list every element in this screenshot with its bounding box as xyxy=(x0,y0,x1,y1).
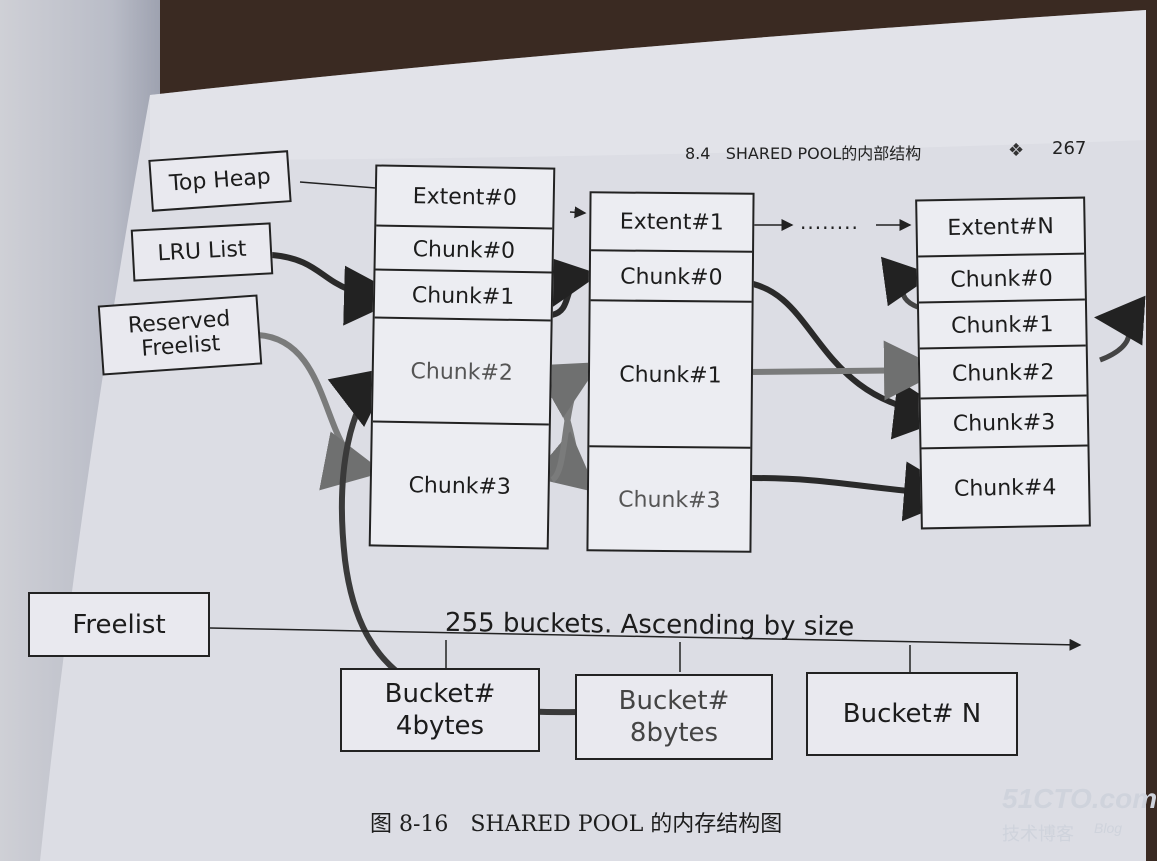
figure-caption: 图 8-16 SHARED POOL 的内存结构图 xyxy=(370,812,783,837)
top-heap-label: Top Heap xyxy=(168,164,272,197)
extent-1-header: Extent#1 xyxy=(619,209,724,235)
extent-1: Extent#1 Chunk#0 Chunk#1 Chunk#3 xyxy=(586,191,755,553)
extent-n-chunk: Chunk#2 xyxy=(919,344,1087,400)
extent-0-chunk: Chunk#0 xyxy=(375,224,553,274)
freelist-label: Freelist xyxy=(72,609,166,640)
bucket-axis-label: 255 buckets. Ascending by size xyxy=(444,607,855,643)
bucket-n: Bucket# N xyxy=(806,672,1018,756)
extent-n-chunk: Chunk#3 xyxy=(920,394,1088,450)
diamond-ornament-icon: ❖ xyxy=(1008,140,1025,161)
watermark-sub: 技术博客 xyxy=(1002,824,1074,844)
extent-n-chunk: Chunk#4 xyxy=(921,444,1089,530)
reserved-freelist-box: Reserved Freelist xyxy=(97,294,263,376)
bucket-label: Bucket# 8bytes xyxy=(618,686,730,748)
extent-n: Extent#N Chunk#0 Chunk#1 Chunk#2 Chunk#3… xyxy=(915,196,1091,530)
extent-n-chunk: Chunk#0 xyxy=(918,252,1085,304)
section-title: SHARED POOL的内部结构 xyxy=(725,144,922,163)
lru-list-label: LRU List xyxy=(156,236,248,267)
top-heap-box: Top Heap xyxy=(148,150,292,212)
bucket-label: Bucket# N xyxy=(842,699,982,729)
page-number: 267 xyxy=(1052,138,1087,159)
running-header: 8.4 SHARED POOL的内部结构 xyxy=(685,140,921,164)
watermark-blog: Blog xyxy=(1094,820,1123,836)
extent-1-chunk: Chunk#0 xyxy=(590,249,753,303)
extent-0-chunk: Chunk#3 xyxy=(370,420,549,550)
extent-0: Extent#0 Chunk#0 Chunk#1 Chunk#2 Chunk#3 xyxy=(368,164,556,550)
bucket-label: Bucket# 4bytes xyxy=(384,679,496,741)
extent-0-header: Extent#0 xyxy=(412,183,518,211)
freelist-box: Freelist xyxy=(28,592,210,657)
extent-1-chunk: Chunk#1 xyxy=(589,299,752,449)
reserved-freelist-label: Reserved Freelist xyxy=(127,306,232,362)
extent-n-header: Extent#N xyxy=(947,213,1055,241)
extent-0-chunk: Chunk#2 xyxy=(372,316,551,426)
extent-0-chunk: Chunk#1 xyxy=(374,268,552,322)
watermark-site: 51CTO.com xyxy=(1002,783,1157,814)
bucket-8bytes: Bucket# 8bytes xyxy=(575,674,773,760)
extent-n-chunk: Chunk#1 xyxy=(918,298,1086,350)
extent-1-chunk: Chunk#3 xyxy=(588,445,751,553)
bucket-4bytes: Bucket# 4bytes xyxy=(340,668,540,752)
extent-ellipsis: ........ xyxy=(800,210,859,234)
section-number: 8.4 xyxy=(685,144,711,163)
lru-list-box: LRU List xyxy=(130,222,274,282)
